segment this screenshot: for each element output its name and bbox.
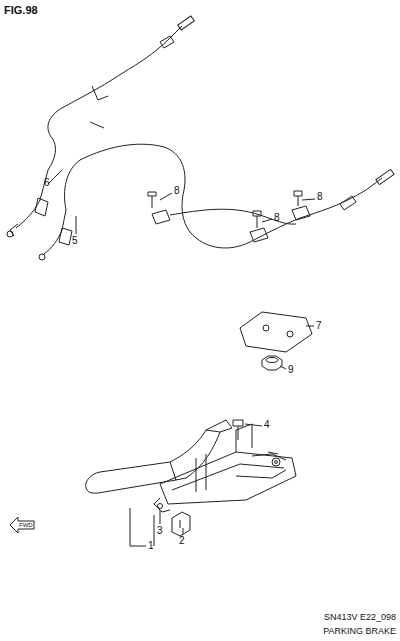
callout-number: 8 — [274, 213, 280, 223]
callout-number: 8 — [317, 192, 323, 202]
figure-name: PARKING BRAKE — [323, 627, 396, 636]
callout-number: 1 — [148, 541, 154, 551]
callout-number: 6 — [44, 178, 50, 188]
callout-number: 2 — [179, 536, 185, 546]
callout-number: 8 — [174, 186, 180, 196]
direction-arrow-text: FWD — [19, 522, 33, 528]
callout-number: 3 — [157, 526, 163, 536]
callout-number: 4 — [264, 420, 270, 430]
callout-number: 7 — [316, 321, 322, 331]
figure-title: FIG.98 — [4, 4, 38, 16]
callout-number: 5 — [72, 236, 78, 246]
callout-number: 9 — [288, 365, 294, 375]
drawing-code: SN413V E22_098 — [324, 613, 396, 622]
